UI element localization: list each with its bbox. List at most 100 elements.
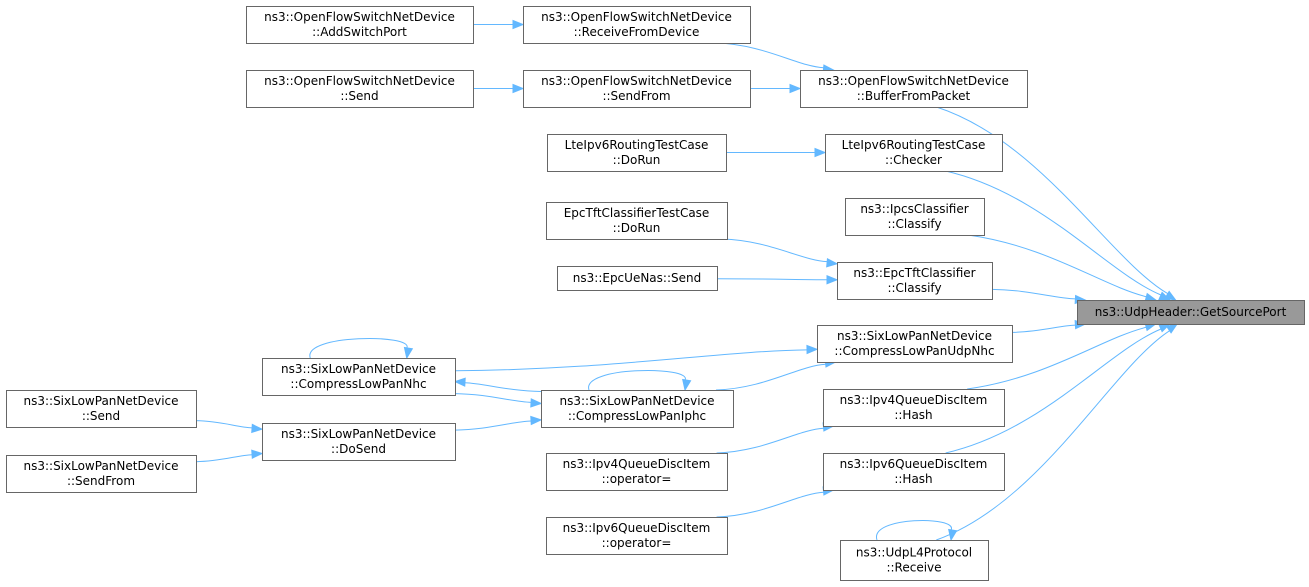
node-box xyxy=(262,358,456,396)
node-label-line: ::Send xyxy=(82,409,120,423)
node-ipv4op[interactable]: ns3::Ipv4QueueDiscItem::operator= xyxy=(546,453,728,491)
node-bufferfrompkt[interactable]: ns3::OpenFlowSwitchNetDevice::BufferFrom… xyxy=(800,70,1028,108)
node-label-line: ::DoRun xyxy=(613,221,661,235)
edge-arrowhead xyxy=(814,147,827,158)
edge-line xyxy=(454,393,532,403)
edge-line xyxy=(588,370,686,391)
edge-line xyxy=(936,330,1170,541)
edge-compiphc-to-compnhc xyxy=(453,377,542,392)
edge-arrowhead xyxy=(1165,323,1179,334)
node-slsendfrom[interactable]: ns3::SixLowPanNetDevice::SendFrom xyxy=(6,455,197,493)
edge-line xyxy=(464,382,542,392)
node-label-line: ::Hash xyxy=(894,408,932,422)
node-label-line: EpcTftClassifierTestCase xyxy=(564,206,710,220)
node-label-line: ::Classify xyxy=(887,281,941,295)
edge-line xyxy=(991,288,1076,300)
node-label-line: ns3::SixLowPanNetDevice xyxy=(837,329,992,343)
node-box xyxy=(845,198,985,236)
node-box xyxy=(840,540,989,581)
edge-ofsend-to-ofsendfrom xyxy=(472,83,525,94)
node-lte_dorun[interactable]: LteIpv6RoutingTestCase::DoRun xyxy=(547,134,727,172)
node-label-line: ns3::OpenFlowSwitchNetDevice xyxy=(541,74,732,88)
edge-arrowhead xyxy=(1158,291,1171,301)
node-label-line: ns3::Ipv4QueueDiscItem xyxy=(563,457,711,471)
edge-arrowhead xyxy=(453,377,466,387)
edge-line xyxy=(715,363,826,391)
node-label-line: ns3::Ipv6QueueDiscItem xyxy=(840,457,988,471)
edge-arrowhead xyxy=(251,423,264,434)
node-target[interactable]: ns3::UdpHeader::GetSourcePort xyxy=(1077,300,1305,325)
edge-epctft_cls-to-target xyxy=(991,288,1087,305)
edge-arrowhead xyxy=(512,83,525,94)
node-compiphc[interactable]: ns3::SixLowPanNetDevice::CompressLowPanI… xyxy=(541,390,734,428)
node-label-line: ::CompressLowPanUdpNhc xyxy=(834,344,994,358)
node-label-line: ::SendFrom xyxy=(602,89,670,103)
edge-arrowhead xyxy=(826,258,839,268)
node-label-line: ::Send xyxy=(340,89,378,103)
edge-recvfromdev-to-bufferfrompkt xyxy=(716,42,835,74)
node-lte_checker[interactable]: LteIpv6RoutingTestCase::Checker xyxy=(825,134,1003,172)
graph-edges xyxy=(195,19,1179,542)
edge-line xyxy=(454,349,808,372)
node-label-line: ns3::UdpHeader::GetSourcePort xyxy=(1095,305,1287,319)
edge-arrowhead xyxy=(512,19,525,30)
node-box xyxy=(6,390,197,428)
node-epctft_dorun[interactable]: EpcTftClassifierTestCase::DoRun xyxy=(546,202,728,240)
node-ipv4hash[interactable]: ns3::Ipv4QueueDiscItem::Hash xyxy=(823,389,1005,427)
node-epctft_cls[interactable]: ns3::EpcTftClassifier::Classify xyxy=(837,262,993,300)
node-label-line: ::BufferFromPacket xyxy=(857,89,971,103)
node-ofsend[interactable]: ns3::OpenFlowSwitchNetDevice::Send xyxy=(246,70,474,108)
node-label-line: ::Hash xyxy=(894,472,932,486)
node-label-line: ::operator= xyxy=(602,472,672,486)
edge-line xyxy=(945,170,1162,296)
node-box xyxy=(823,389,1005,427)
node-label-line: ::AddSwitchPort xyxy=(312,25,407,39)
edge-compnhc-to-compudpnhc xyxy=(454,344,819,372)
node-slsend[interactable]: ns3::SixLowPanNetDevice::Send xyxy=(6,390,197,428)
node-box xyxy=(547,134,727,172)
edge-line xyxy=(716,42,824,69)
node-ipv6hash[interactable]: ns3::Ipv6QueueDiscItem::Hash xyxy=(823,453,1005,491)
edge-arrowhead xyxy=(530,398,543,408)
node-recvfromdev[interactable]: ns3::OpenFlowSwitchNetDevice::ReceiveFro… xyxy=(523,6,751,44)
node-box xyxy=(546,202,728,240)
edge-line xyxy=(967,234,1147,298)
node-label-line: ns3::Ipv6QueueDiscItem xyxy=(563,521,711,535)
edge-arrowhead xyxy=(826,275,839,285)
edge-ipv6op-to-ipv6hash xyxy=(716,486,835,518)
node-label-line: ns3::OpenFlowSwitchNetDevice xyxy=(264,10,455,24)
edge-lte_dorun-to-lte_checker xyxy=(726,147,827,158)
node-label-line: ns3::OpenFlowSwitchNetDevice xyxy=(264,74,455,88)
node-box xyxy=(262,423,456,461)
node-label-line: ns3::SixLowPanNetDevice xyxy=(23,394,178,408)
edge-line xyxy=(716,491,824,518)
node-compudpnhc[interactable]: ns3::SixLowPanNetDevice::CompressLowPanU… xyxy=(817,325,1013,363)
node-label-line: ns3::OpenFlowSwitchNetDevice xyxy=(541,10,732,24)
node-ofsendfrom[interactable]: ns3::OpenFlowSwitchNetDevice::SendFrom xyxy=(523,70,751,108)
node-ipv6op[interactable]: ns3::Ipv6QueueDiscItem::operator= xyxy=(546,517,728,555)
node-compnhc[interactable]: ns3::SixLowPanNetDevice::CompressLowPanN… xyxy=(262,358,456,396)
node-udpl4recv[interactable]: ns3::UdpL4Protocol::Receive xyxy=(840,540,989,581)
graph-nodes: ns3::UdpHeader::GetSourcePort ns3::OpenFl… xyxy=(6,6,1305,581)
edge-arrowhead xyxy=(789,83,802,94)
edge-line xyxy=(967,326,1147,390)
edge-line xyxy=(454,420,532,431)
node-box xyxy=(823,453,1005,491)
node-ipcs[interactable]: ns3::IpcsClassifier::Classify xyxy=(845,198,985,236)
node-label-line: ns3::SixLowPanNetDevice xyxy=(281,362,436,376)
edge-epctft_dorun-to-epctft_cls xyxy=(722,238,839,268)
edge-compnhc-to-compiphc xyxy=(454,393,543,408)
edge-line xyxy=(722,238,828,263)
node-box xyxy=(541,390,734,428)
node-addswitchport[interactable]: ns3::OpenFlowSwitchNetDevice::AddSwitchP… xyxy=(246,6,474,44)
node-label-line: ns3::OpenFlowSwitchNetDevice xyxy=(818,74,1009,88)
node-label-line: ns3::IpcsClassifier xyxy=(860,202,968,216)
edge-ofsendfrom-to-bufferfrompkt xyxy=(749,83,802,94)
node-sldosend[interactable]: ns3::SixLowPanNetDevice::DoSend xyxy=(262,423,456,461)
node-label-line: ::Classify xyxy=(887,217,941,231)
node-box xyxy=(523,70,751,108)
node-epcuenas[interactable]: ns3::EpcUeNas::Send xyxy=(557,266,718,291)
node-label-line: ::CompressLowPanNhc xyxy=(290,377,426,391)
node-label-line: ns3::SixLowPanNetDevice xyxy=(281,427,436,441)
